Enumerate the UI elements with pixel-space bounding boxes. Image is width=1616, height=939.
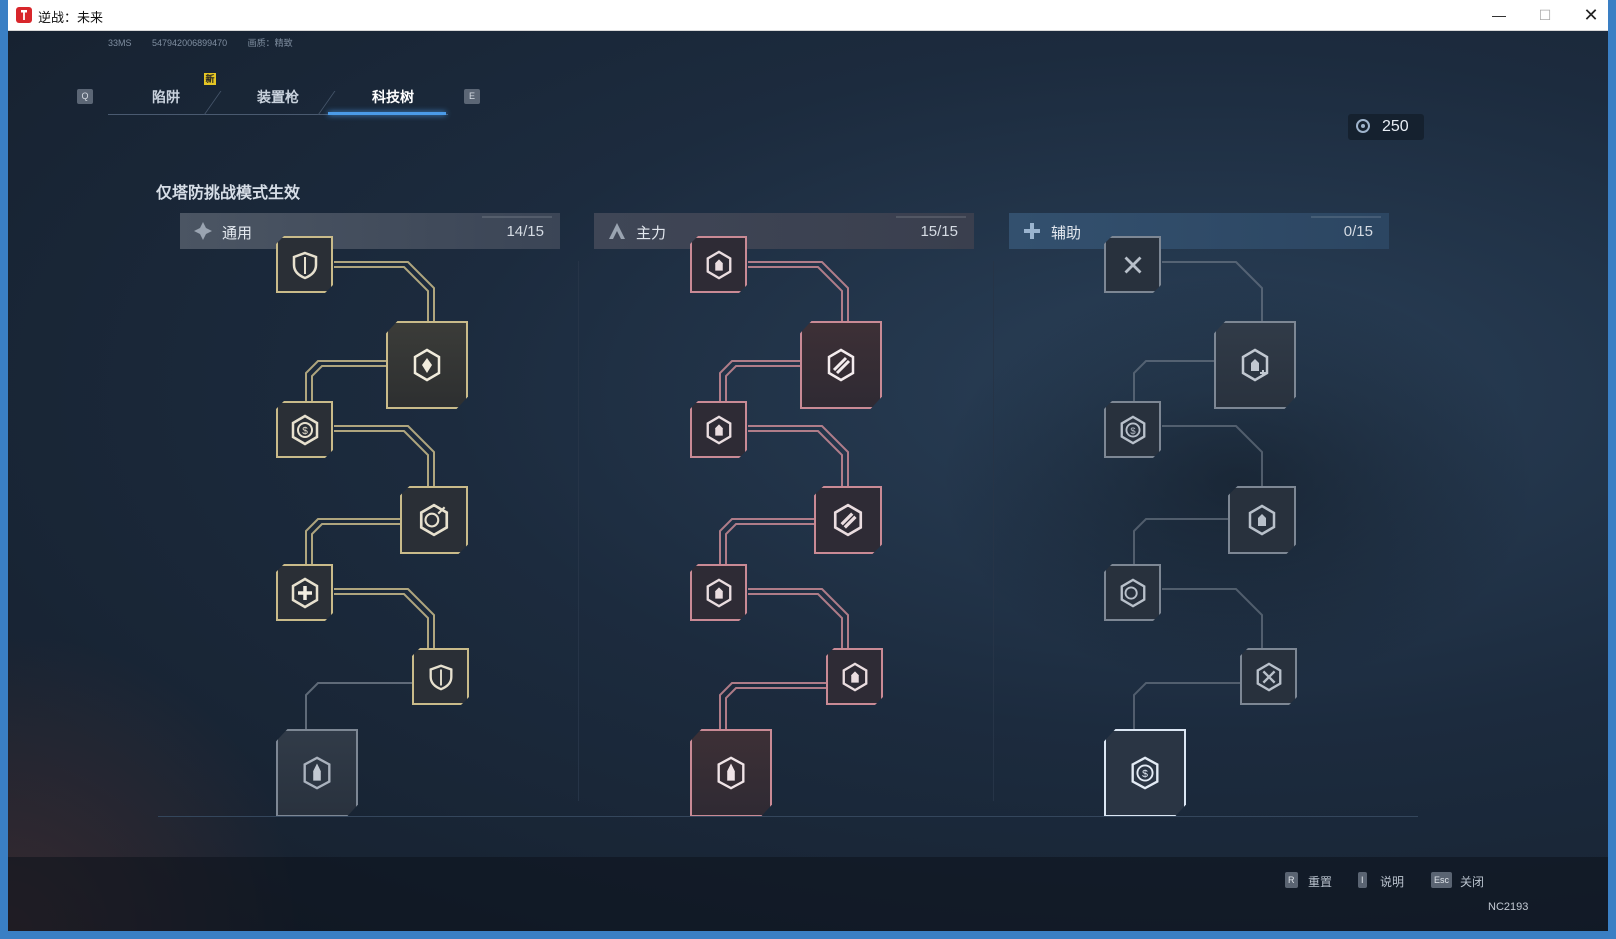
- tech-node-general-3[interactable]: $: [276, 401, 333, 458]
- shield-icon: [292, 251, 317, 279]
- coin-wrench-icon: [1120, 578, 1145, 607]
- main-force-icon: [609, 223, 625, 239]
- turret-heal-icon: [1241, 348, 1269, 382]
- tech-node-main-2[interactable]: [800, 321, 882, 409]
- column-count: 0/15: [1343, 223, 1373, 240]
- tech-node-support-2[interactable]: [1214, 321, 1296, 409]
- game-window: 逆战：未来 — ☐ ✕ 33MS 547942006899470 画质：精致 Q…: [8, 0, 1608, 931]
- svg-text:$: $: [1130, 425, 1136, 435]
- tabs-baseline: [108, 114, 448, 115]
- turret-icon: [706, 415, 731, 444]
- tech-tree-screen: 33MS 547942006899470 画质：精致 Q 陷阱 新 装置枪 科技…: [8, 31, 1608, 931]
- tech-node-general-4[interactable]: [400, 486, 468, 554]
- turret-icon: [706, 250, 731, 279]
- tab-traps[interactable]: 陷阱: [152, 89, 180, 105]
- header-decoration: [1311, 216, 1381, 218]
- tab-tech-tree[interactable]: 科技树: [372, 89, 414, 105]
- session-id: 547942006899470: [152, 38, 228, 48]
- currency-display: 250: [1348, 114, 1424, 140]
- tech-node-main-5[interactable]: [690, 564, 747, 621]
- debug-info: 33MS 547942006899470 画质：精致: [108, 36, 311, 49]
- tech-node-main-1[interactable]: [690, 236, 747, 293]
- tech-node-main-3[interactable]: [690, 401, 747, 458]
- header-decoration: [482, 216, 552, 218]
- rocket-upgrade-icon: [717, 756, 745, 790]
- svg-text:$: $: [1142, 769, 1148, 780]
- close-key[interactable]: Esc: [1431, 872, 1453, 888]
- ammo-icon: [833, 503, 863, 537]
- tech-node-main-6[interactable]: [826, 648, 883, 705]
- support-cross-icon: [1024, 223, 1040, 239]
- turret-icon: [1248, 504, 1276, 536]
- column-count: 15/15: [920, 223, 958, 240]
- column-title: 辅助: [1051, 225, 1082, 242]
- tech-node-main-4[interactable]: [814, 486, 882, 554]
- turret-icon: [842, 662, 867, 691]
- column-title: 主力: [636, 225, 667, 242]
- coin-income-icon: $: [1131, 756, 1159, 790]
- tech-node-support-1[interactable]: [1104, 236, 1161, 293]
- repair-tools-icon: [1124, 256, 1141, 273]
- tab-device-gun[interactable]: 装置枪: [257, 89, 299, 105]
- ping-text: 33MS: [108, 38, 132, 48]
- maximize-button[interactable]: ☐: [1538, 7, 1552, 23]
- close-label[interactable]: 关闭: [1460, 875, 1485, 889]
- info-label[interactable]: 说明: [1380, 875, 1405, 889]
- column-header-general: 通用 14/15: [180, 213, 560, 249]
- active-tab-indicator: [328, 112, 446, 115]
- tech-node-support-3[interactable]: $: [1104, 401, 1161, 458]
- rocket-upgrade-icon: [303, 756, 331, 790]
- column-title: 通用: [222, 225, 253, 242]
- tech-node-support-5[interactable]: [1104, 564, 1161, 621]
- ammo-icon: [827, 348, 855, 382]
- tech-node-general-5[interactable]: [276, 564, 333, 621]
- minimize-button[interactable]: —: [1492, 7, 1506, 23]
- footer-bar: [8, 857, 1608, 931]
- build-tag: NC2193: [1488, 901, 1529, 913]
- quality-text: 画质：精致: [247, 38, 293, 48]
- coin-icon: [1356, 119, 1370, 133]
- header-decoration: [896, 216, 966, 218]
- reset-key[interactable]: R: [1285, 872, 1298, 888]
- damage-burst-icon: [413, 348, 441, 382]
- coin-income-icon: $: [291, 414, 318, 445]
- window-title: 逆战：未来: [38, 10, 104, 25]
- tech-node-support-4[interactable]: [1228, 486, 1296, 554]
- coin-wrench-icon: [419, 503, 449, 537]
- tech-node-support-6[interactable]: [1240, 648, 1297, 705]
- column-divider: [993, 261, 994, 801]
- title-bar: 逆战：未来 — ☐ ✕: [8, 0, 1608, 31]
- panel-bottom-line: [158, 816, 1418, 817]
- general-star-icon: [194, 222, 212, 240]
- coin-income-icon: $: [1120, 415, 1145, 444]
- repair-tools-icon: [1256, 662, 1281, 691]
- close-button[interactable]: ✕: [1583, 5, 1599, 25]
- column-count: 14/15: [506, 223, 544, 240]
- tech-node-general-7[interactable]: [276, 729, 358, 817]
- tech-node-general-6[interactable]: [412, 648, 469, 705]
- info-key[interactable]: I: [1358, 872, 1367, 888]
- column-divider: [578, 261, 579, 801]
- tech-node-general-1[interactable]: [276, 236, 333, 293]
- tech-node-main-7[interactable]: [690, 729, 772, 817]
- shield-icon: [429, 664, 452, 690]
- column-header-main: 主力 15/15: [594, 213, 974, 249]
- turret-icon: [706, 578, 731, 607]
- next-tab-key[interactable]: E: [464, 89, 480, 104]
- prev-tab-key[interactable]: Q: [77, 89, 93, 104]
- new-badge: 新: [204, 73, 216, 85]
- mode-notice: 仅塔防挑战模式生效: [156, 185, 301, 202]
- reset-label[interactable]: 重置: [1308, 875, 1333, 889]
- health-plus-icon: [291, 577, 318, 608]
- app-icon: [16, 7, 32, 23]
- tech-node-general-2[interactable]: [386, 321, 468, 409]
- currency-value: 250: [1382, 118, 1409, 135]
- column-header-support: 辅助 0/15: [1009, 213, 1389, 249]
- tech-node-support-7[interactable]: $: [1104, 729, 1186, 817]
- svg-text:$: $: [302, 426, 308, 437]
